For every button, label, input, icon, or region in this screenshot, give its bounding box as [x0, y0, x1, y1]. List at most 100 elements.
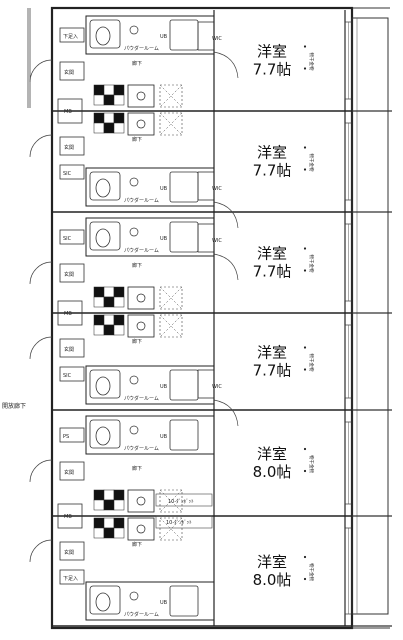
kitchen-tile: [93, 517, 105, 529]
toilet-box: [89, 19, 121, 49]
storage-dashed: [159, 314, 183, 338]
kitchen-tile: [93, 84, 105, 96]
toilet: [95, 228, 111, 248]
kitchen-tile: [103, 296, 115, 308]
sink: [129, 177, 139, 187]
storage-diag: [159, 84, 183, 108]
fixture-dot: [303, 447, 307, 451]
hall-label: 廊下: [132, 541, 142, 548]
wet-area: [85, 167, 215, 207]
kitchen-counter: [127, 489, 155, 513]
toilet: [95, 376, 111, 396]
kitchen-tile: [93, 286, 105, 298]
room-name: 洋室: [257, 553, 287, 571]
shoebox-label: 下足入: [63, 34, 78, 40]
room-size: 7.7帖: [253, 162, 292, 180]
entrance-door: [29, 539, 53, 563]
powder-room-label: パウダールーム: [124, 197, 159, 204]
kitchen-tile: [113, 489, 125, 501]
bathtub: [169, 585, 199, 617]
room-size: 7.7帖: [253, 61, 292, 79]
fixture-dot: [303, 555, 307, 559]
entry-label: 玄関: [64, 346, 74, 353]
kitchen-sink: [136, 91, 146, 101]
wet-area: [85, 15, 215, 55]
fixture-dot: [303, 346, 307, 349]
powder-room-label: パウダールーム: [124, 45, 159, 52]
toilet-box: [89, 171, 121, 201]
kitchen-sink: [136, 524, 146, 534]
mb-box: [57, 300, 83, 326]
kitchen-tile: [103, 489, 115, 501]
entry-box: [59, 61, 85, 81]
kitchen-tile: [93, 122, 105, 134]
bathtub: [169, 171, 199, 203]
shoebox-box: [59, 164, 85, 180]
storage-label-1: 10-ﾀﾞﾝﾎﾞｯﾄ: [168, 498, 194, 505]
shoebox-label: PS: [63, 434, 69, 440]
kitchen-tile: [103, 517, 115, 529]
hall-label: 廊下: [132, 60, 142, 67]
storage-box-1: [155, 493, 213, 507]
storage-diag: [159, 517, 183, 541]
storage-diag: [159, 517, 183, 541]
storage-label: 物干金物: [308, 563, 315, 581]
room-name: 洋室: [257, 43, 287, 61]
storage-diag: [159, 286, 183, 310]
kitchen-sink: [136, 496, 146, 506]
toilet-box: [89, 419, 121, 449]
storage-diag: [159, 286, 183, 310]
room-size: 8.0帖: [253, 571, 292, 589]
bath-label: UB: [160, 384, 168, 390]
kitchen-tile: [113, 122, 125, 134]
entry-label: 玄関: [64, 549, 74, 556]
room-name: 洋室: [257, 144, 287, 162]
kitchen-tile: [93, 94, 105, 106]
room-size: 8.0帖: [253, 463, 292, 481]
entrance-door: [29, 261, 53, 285]
sink: [129, 591, 139, 601]
kitchen-tile: [113, 84, 125, 96]
storage-dashed: [159, 84, 183, 108]
hall-label: 廊下: [132, 136, 142, 143]
toilet-box: [89, 221, 121, 251]
unit-2: 洋室7.7帖物干金物WICUBパウダールーム廊下玄関SICMB: [29, 98, 392, 229]
wet-area: [85, 581, 215, 621]
toilet-box: [89, 369, 121, 399]
storage-label: 物干金物: [308, 53, 315, 71]
kitchen-tile: [93, 499, 105, 511]
room-name: 洋室: [257, 445, 287, 463]
door-swing: [213, 399, 239, 427]
room-size: 7.7帖: [253, 362, 292, 380]
entrance-door: [29, 59, 53, 83]
storage-diag: [159, 489, 183, 513]
bath-label: UB: [160, 186, 168, 192]
kitchen-tile: [93, 324, 105, 336]
sink: [129, 425, 139, 435]
kitchen-tile: [103, 84, 115, 96]
mb-label: MB: [64, 109, 72, 115]
fixture-dot: [303, 247, 307, 250]
sink: [129, 227, 139, 237]
bathtub: [169, 419, 199, 451]
kitchen-tile: [103, 527, 115, 539]
kitchen-tile: [103, 324, 115, 336]
kitchen-counter: [127, 84, 155, 108]
kitchen-tile: [93, 112, 105, 124]
storage-dashed: [159, 286, 183, 310]
entrance-door: [29, 336, 53, 360]
shoebox-box: [59, 427, 85, 443]
bath-label: UB: [160, 34, 168, 40]
entrance-door: [29, 459, 53, 483]
corridor-label: 開放廊下: [2, 402, 26, 410]
kitchen-counter: [127, 314, 155, 338]
shoebox-box: [59, 27, 85, 43]
entry-box: [59, 461, 85, 481]
powder-room-label: パウダールーム: [124, 445, 159, 452]
shoebox-label: SIC: [63, 236, 72, 242]
storage-label-2: 10-ﾀﾞﾝﾎﾞｯﾄ: [166, 519, 192, 526]
powder-room-label: パウダールーム: [124, 395, 159, 402]
room-size: 7.7帖: [253, 263, 292, 281]
door-swing: [213, 253, 239, 281]
mb-box: [57, 503, 83, 529]
